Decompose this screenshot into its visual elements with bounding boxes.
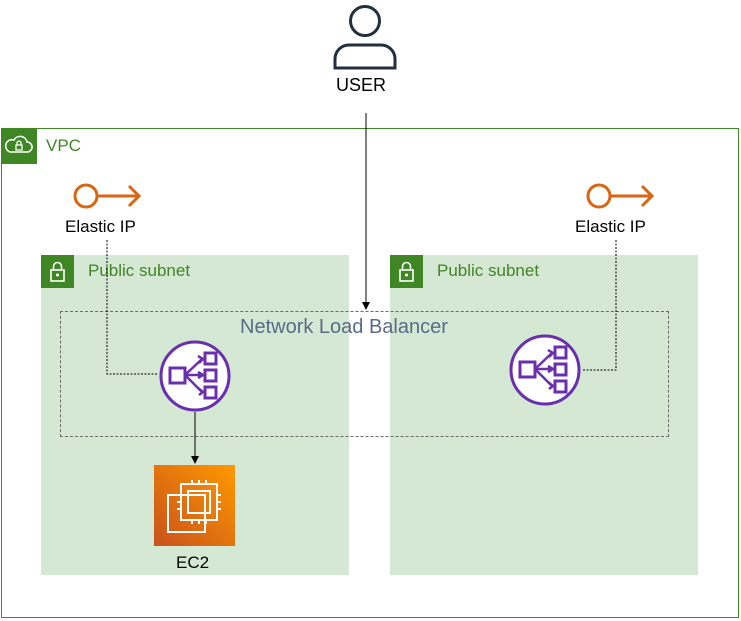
vpc-label: VPC xyxy=(46,136,81,155)
vpc-cloud-lock-icon xyxy=(1,128,37,164)
elastic-ip-left-label: Elastic IP xyxy=(65,217,136,236)
public-subnet-left-label: Public subnet xyxy=(88,261,191,280)
network-load-balancer-label: Network Load Balancer xyxy=(240,316,448,338)
public-subnet-right xyxy=(390,255,698,575)
network-load-balancer-icon xyxy=(158,339,232,418)
lock-icon xyxy=(41,255,74,288)
ec2-label: EC2 xyxy=(176,553,210,572)
elastic-ip-icon xyxy=(584,181,658,216)
user-label: USER xyxy=(336,75,387,95)
ec2-instance-icon xyxy=(154,465,235,546)
vpc-container xyxy=(1,128,739,618)
elastic-ip-icon xyxy=(71,181,145,216)
elastic-ip-left-connector xyxy=(106,240,158,375)
public-subnet-right-label: Public subnet xyxy=(437,261,540,280)
network-load-balancer-icon xyxy=(508,333,582,412)
lock-icon xyxy=(390,255,423,288)
user-icon xyxy=(332,2,398,75)
network-load-balancer-group xyxy=(60,311,669,437)
elastic-ip-right-label: Elastic IP xyxy=(575,217,646,236)
elastic-ip-right-connector xyxy=(583,240,617,371)
